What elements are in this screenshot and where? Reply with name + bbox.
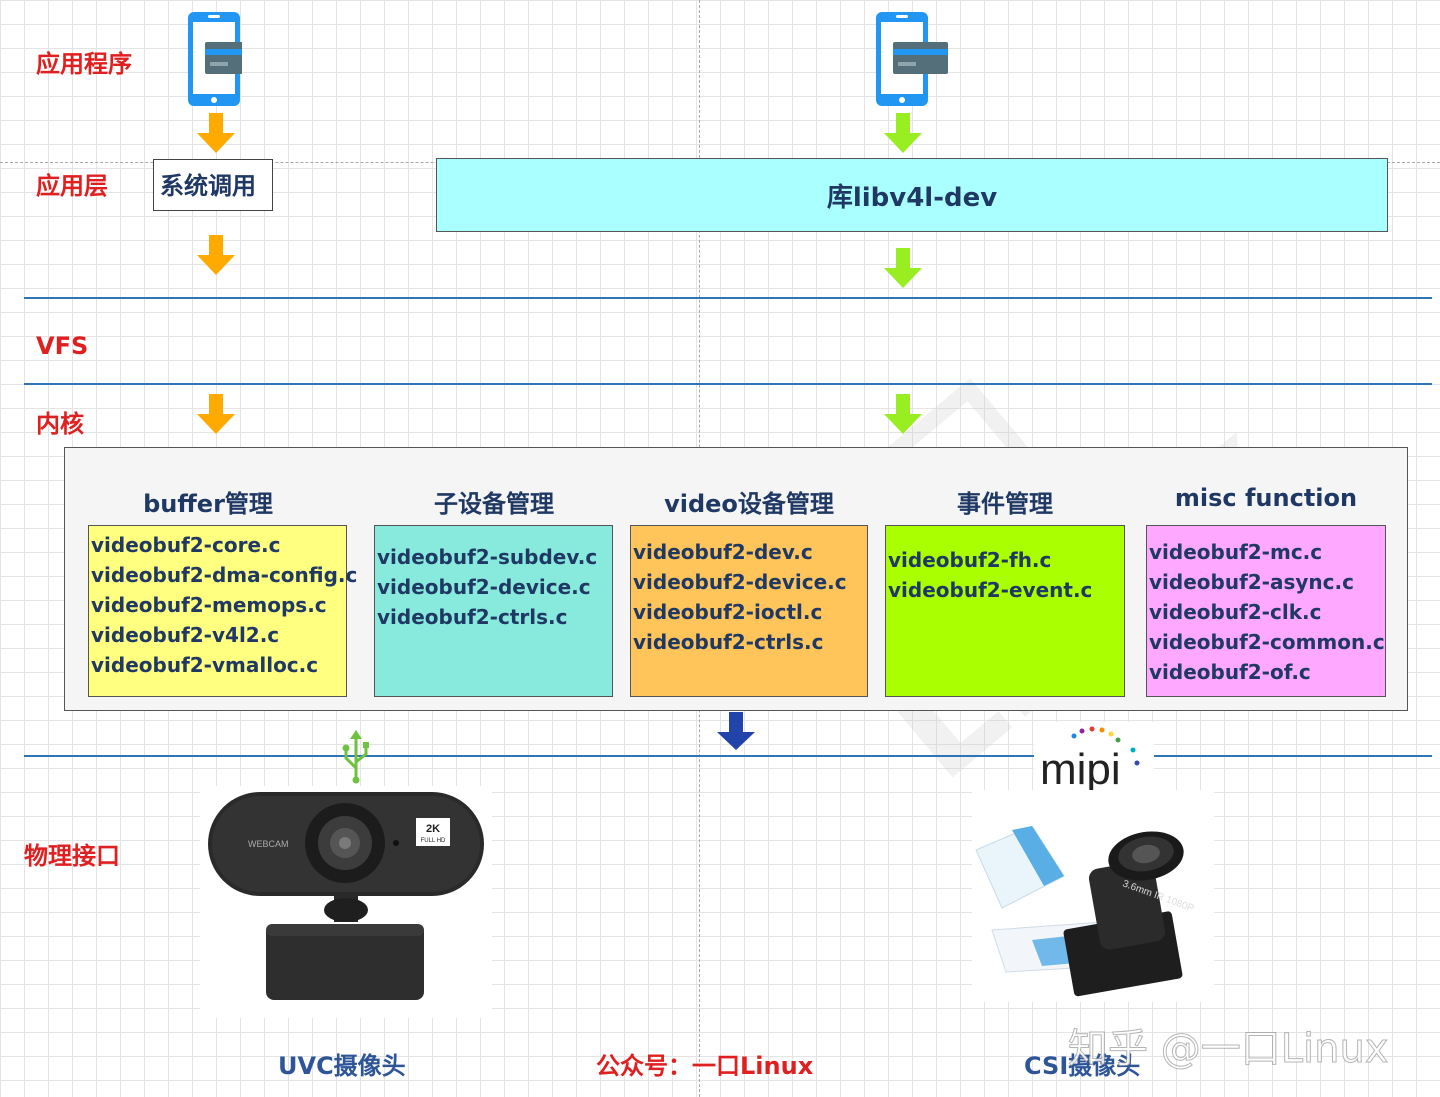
- column-title-video: video设备管理: [664, 490, 834, 518]
- separator-vfs-top: [24, 297, 1432, 299]
- file-item: videobuf2-dev.c: [633, 540, 813, 564]
- layer-label-app: 应用程序: [36, 50, 132, 78]
- mipi-logo: mipi: [1034, 722, 1154, 802]
- down-arrow-icon: [884, 394, 922, 434]
- caption-uvc: UVC摄像头: [278, 1052, 406, 1080]
- column-title-subdev: 子设备管理: [434, 490, 554, 518]
- file-item: videobuf2-memops.c: [91, 593, 327, 617]
- file-item: videobuf2-v4l2.c: [91, 623, 280, 647]
- file-item: videobuf2-core.c: [91, 533, 281, 557]
- file-item: videobuf2-vmalloc.c: [91, 653, 319, 677]
- column-title-event: 事件管理: [957, 490, 1053, 518]
- file-item: videobuf2-ctrls.c: [377, 605, 568, 629]
- down-arrow-icon: [197, 394, 235, 434]
- syscall-box: 系统调用: [153, 159, 273, 211]
- file-item: videobuf2-async.c: [1149, 570, 1354, 594]
- mipi-text: mipi: [1040, 745, 1121, 794]
- module-event: videobuf2-fh.c videobuf2-event.c: [885, 525, 1125, 697]
- file-item: videobuf2-fh.c: [888, 548, 1052, 572]
- down-arrow-icon: [717, 712, 755, 750]
- layer-label-app-layer: 应用层: [36, 172, 108, 200]
- layer-label-vfs: VFS: [36, 332, 89, 360]
- column-title-buffer: buffer管理: [143, 490, 273, 518]
- layer-label-physical: 物理接口: [24, 842, 120, 870]
- module-video: videobuf2-dev.c videobuf2-device.c video…: [630, 525, 868, 697]
- separator-physical: [24, 755, 1432, 757]
- file-item: videobuf2-device.c: [377, 575, 591, 599]
- file-item: videobuf2-dma-config.c: [91, 563, 358, 587]
- libv4l-label: 库libv4l-dev: [826, 182, 998, 213]
- libv4l-box: 库libv4l-dev: [436, 158, 1388, 232]
- webcam-image: WEBCAM 2K FULL HD: [200, 786, 492, 1018]
- module-misc: videobuf2-mc.c videobuf2-async.c videobu…: [1146, 525, 1386, 697]
- csi-camera-image: 3.6mm IR 1080P: [972, 790, 1214, 1002]
- file-item: videobuf2-device.c: [633, 570, 847, 594]
- module-subdev: videobuf2-subdev.c videobuf2-device.c vi…: [374, 525, 613, 697]
- file-item: videobuf2-subdev.c: [377, 545, 598, 569]
- file-item: videobuf2-ioctl.c: [633, 600, 823, 624]
- down-arrow-icon: [197, 113, 235, 153]
- file-item: videobuf2-mc.c: [1149, 540, 1323, 564]
- column-title-misc: misc function: [1174, 484, 1358, 512]
- webcam-brand: WEBCAM: [248, 839, 289, 849]
- webcam-badge-bottom: FULL HD: [421, 838, 446, 844]
- module-buffer: videobuf2-core.c videobuf2-dma-config.c …: [88, 525, 358, 697]
- webcam-badge-top: 2K: [426, 823, 440, 835]
- file-item: videobuf2-of.c: [1149, 660, 1311, 684]
- usb-icon: [342, 730, 369, 784]
- layer-label-kernel: 内核: [36, 410, 84, 438]
- file-item: videobuf2-event.c: [888, 578, 1093, 602]
- down-arrow-icon: [197, 235, 235, 275]
- file-item: videobuf2-clk.c: [1149, 600, 1322, 624]
- caption-csi: CSI摄像头: [1024, 1052, 1141, 1080]
- phone-icon: [876, 12, 948, 106]
- phone-icon: [188, 12, 242, 106]
- caption-public-account: 公众号：一口Linux: [596, 1052, 814, 1080]
- separator-vfs-bottom: [24, 383, 1432, 385]
- zhihu-watermark: 知乎 @一口Linux: [1068, 1026, 1389, 1073]
- down-arrow-icon: [884, 113, 922, 153]
- down-arrow-icon: [884, 248, 922, 288]
- file-item: videobuf2-common.c: [1149, 630, 1385, 654]
- file-item: videobuf2-ctrls.c: [633, 630, 824, 654]
